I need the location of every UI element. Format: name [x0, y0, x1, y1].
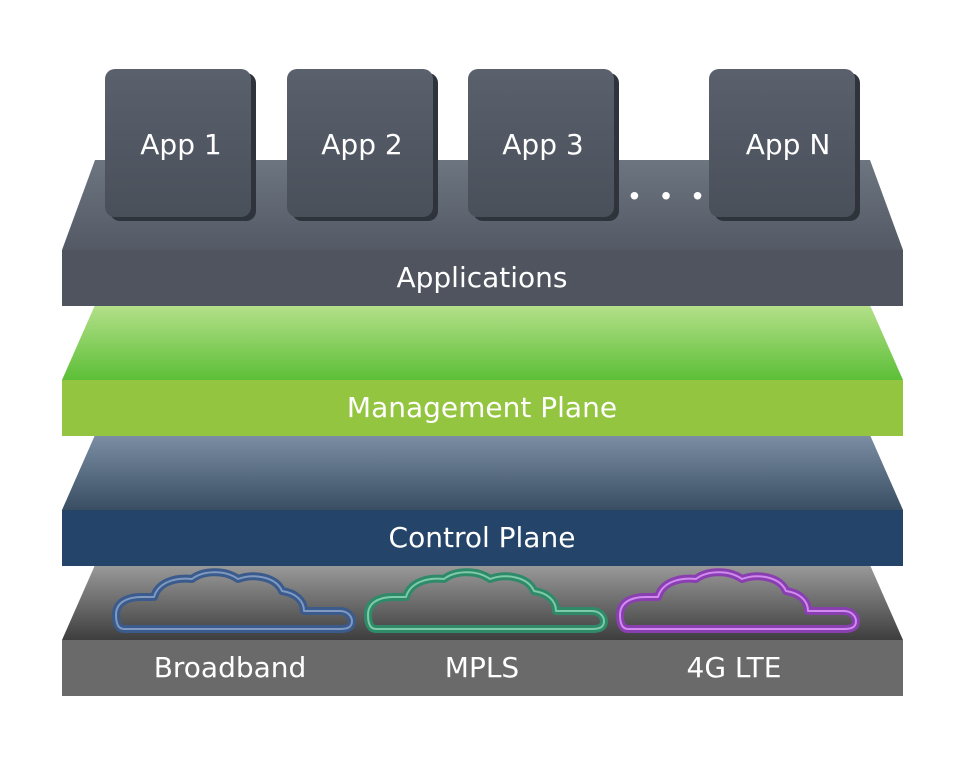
- app-label-n: App N: [746, 128, 831, 161]
- app-box-3: App 3: [468, 69, 619, 221]
- app-label-1: App 1: [140, 128, 221, 161]
- transport-layer-front: [62, 640, 903, 696]
- more-apps-ellipsis: • • •: [627, 183, 710, 213]
- management-plane-top: [62, 305, 903, 380]
- network-label-mpls: MPLS: [445, 651, 519, 684]
- applications-layer-front: [62, 250, 903, 306]
- management-plane-label: Management Plane: [347, 391, 617, 424]
- network-label-4g-lte: 4G LTE: [687, 651, 782, 684]
- control-plane-top: [62, 435, 903, 510]
- app-label-2: App 2: [321, 128, 402, 161]
- management-plane-front: [62, 380, 903, 436]
- applications-layer: Applications: [62, 160, 903, 306]
- app-box-1: App 1: [105, 69, 256, 221]
- control-plane-layer: Control Plane: [62, 435, 903, 566]
- app-box-n: App N: [709, 69, 860, 221]
- app-box-2: App 2: [287, 69, 438, 221]
- app-label-3: App 3: [502, 128, 583, 161]
- control-plane-front: [62, 510, 903, 566]
- control-plane-label: Control Plane: [389, 521, 576, 554]
- applications-label: Applications: [396, 261, 567, 294]
- network-label-broadband: Broadband: [154, 651, 307, 684]
- management-plane-layer: Management Plane: [62, 305, 903, 436]
